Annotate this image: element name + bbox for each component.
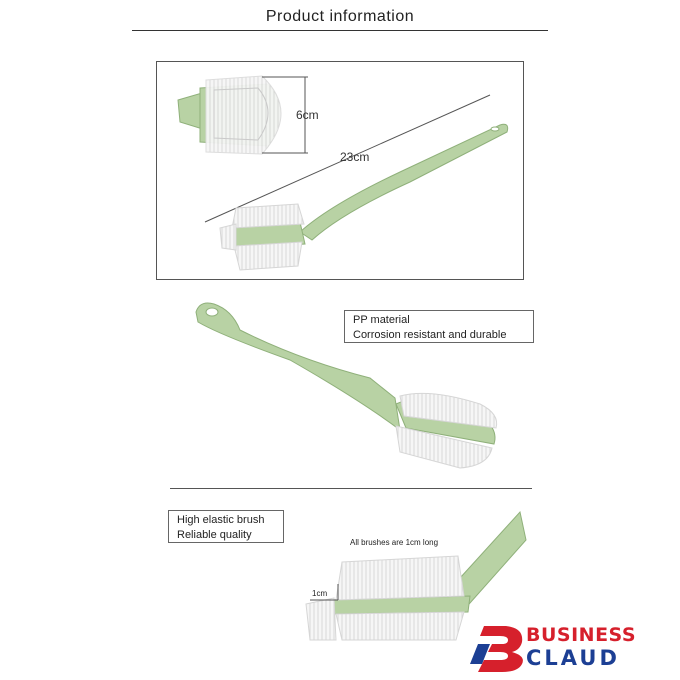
- page-title: Product information: [265, 8, 415, 25]
- feature-line-material: PP material: [353, 314, 410, 326]
- dimension-frame: [156, 61, 524, 280]
- section-divider: [170, 488, 532, 489]
- head-width-measure: [262, 76, 308, 154]
- brush-handle-view: [195, 302, 498, 469]
- brand-name-line1: BUSINESS: [526, 624, 637, 646]
- brand-logo-mark: [470, 626, 523, 672]
- bristle-closeup: [305, 510, 527, 641]
- feature-box-material: PP material Corrosion resistant and dura…: [344, 310, 534, 343]
- feature-line-elastic: High elastic brush: [177, 514, 265, 526]
- bristle-length-label: 1cm: [312, 589, 328, 598]
- brand-name-line2: CLAUD: [526, 646, 620, 670]
- full-brush-side: [219, 123, 509, 271]
- bristle-length-note: All brushes are 1cm long: [350, 538, 439, 547]
- total-length-label: 23cm: [340, 150, 370, 164]
- head-width-label: 6cm: [296, 108, 319, 122]
- title-underline: [132, 30, 548, 31]
- feature-line-quality: Reliable quality: [177, 529, 252, 541]
- feature-line-durable: Corrosion resistant and durable: [353, 329, 507, 341]
- brush-head-closeup: [177, 75, 282, 155]
- length-measure: [204, 94, 491, 223]
- feature-box-brush: High elastic brush Reliable quality: [168, 510, 284, 543]
